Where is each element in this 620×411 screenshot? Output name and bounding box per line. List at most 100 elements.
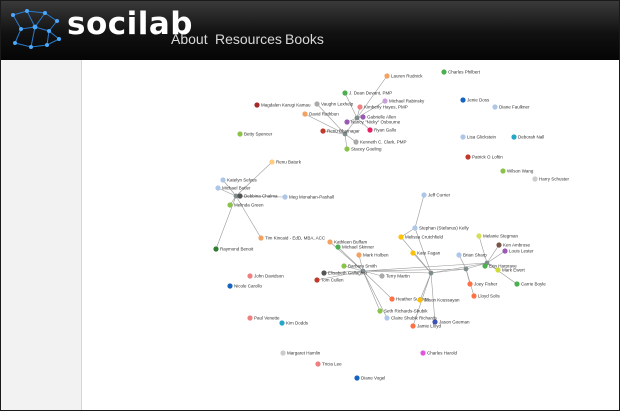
- graph-node-dot[interactable]: [215, 185, 221, 191]
- graph-node-dot[interactable]: [460, 134, 466, 140]
- graph-node[interactable]: Kim Dodds: [279, 320, 309, 326]
- graph-node-dot[interactable]: [321, 270, 327, 276]
- graph-node[interactable]: Carrie Boyle: [514, 281, 546, 287]
- graph-node[interactable]: Kathleen Buffam: [327, 239, 367, 245]
- network-logo-icon[interactable]: [7, 5, 63, 55]
- graph-hub-node[interactable]: [360, 268, 366, 274]
- graph-node-dot[interactable]: [227, 202, 233, 208]
- graph-node-dot[interactable]: [532, 176, 538, 182]
- graph-node[interactable]: Betty Spencer: [237, 131, 273, 137]
- graph-node[interactable]: Michael Skinner: [335, 244, 375, 250]
- graph-node[interactable]: Lauren Rudnick: [384, 73, 423, 79]
- graph-node[interactable]: Gabrielle Allen: [360, 114, 397, 120]
- graph-node-dot[interactable]: [341, 263, 347, 269]
- graph-node[interactable]: Tim Kincaid - EdD, MBA, ACC: [258, 235, 326, 241]
- graph-node[interactable]: Stacey Goeling: [344, 146, 382, 152]
- graph-node[interactable]: Debbina Chalma: [237, 193, 278, 199]
- graph-node-dot[interactable]: [344, 146, 350, 152]
- nav-resources[interactable]: Resources: [215, 31, 282, 47]
- graph-node[interactable]: Erin Harprave: [482, 263, 517, 269]
- graph-node[interactable]: Jenie Doss: [460, 97, 490, 103]
- graph-node-dot[interactable]: [495, 267, 501, 273]
- graph-node[interactable]: Melanie Stegman: [476, 233, 519, 239]
- graph-node-dot[interactable]: [342, 90, 348, 96]
- graph-node[interactable]: Brian Sharp: [456, 252, 487, 258]
- graph-node-dot[interactable]: [389, 296, 395, 302]
- graph-node-dot[interactable]: [315, 361, 321, 367]
- graph-node[interactable]: Diane Faulkner: [492, 104, 530, 110]
- graph-hub-node[interactable]: [233, 193, 239, 199]
- graph-node-dot[interactable]: [353, 139, 359, 145]
- graph-hub-node[interactable]: [428, 270, 434, 276]
- graph-node-dot[interactable]: [227, 283, 233, 289]
- graph-node-dot[interactable]: [465, 154, 471, 160]
- graph-node[interactable]: Heather Sullivan: [389, 296, 430, 302]
- graph-node-dot[interactable]: [410, 250, 416, 256]
- graph-node[interactable]: Jeff Currier: [421, 192, 451, 198]
- graph-node[interactable]: Kate Fagan: [410, 250, 441, 256]
- graph-node-dot[interactable]: [354, 375, 360, 381]
- graph-node-dot[interactable]: [237, 193, 243, 199]
- graph-node-dot[interactable]: [279, 320, 285, 326]
- graph-node[interactable]: Lisa Glickstein: [460, 134, 497, 140]
- graph-node-dot[interactable]: [254, 102, 260, 108]
- graph-node-dot[interactable]: [357, 104, 363, 110]
- graph-node-dot[interactable]: [379, 273, 385, 279]
- graph-node[interactable]: Elisabeth Gallagher: [321, 270, 368, 276]
- graph-node-dot[interactable]: [280, 350, 286, 356]
- graph-node-dot[interactable]: [247, 273, 253, 279]
- graph-node[interactable]: Mark Ewert: [495, 267, 526, 273]
- graph-node-dot[interactable]: [432, 319, 438, 325]
- graph-node[interactable]: Ryan Gallo: [367, 127, 397, 133]
- nav-books[interactable]: Books: [285, 31, 324, 47]
- graph-node[interactable]: Jason Goeman: [432, 319, 470, 325]
- graph-node-dot[interactable]: [360, 114, 366, 120]
- graph-node-dot[interactable]: [320, 128, 326, 134]
- graph-node[interactable]: Patrick O Loftin: [465, 154, 503, 160]
- graph-node[interactable]: Ken Ambrose: [496, 242, 531, 248]
- graph-node-dot[interactable]: [377, 308, 383, 314]
- graph-node[interactable]: Harry Schuster: [532, 176, 570, 182]
- graph-node[interactable]: J. Dean Devant, PMP: [342, 90, 392, 96]
- graph-node-dot[interactable]: [441, 69, 447, 75]
- graph-node-dot[interactable]: [502, 248, 508, 254]
- graph-node[interactable]: Raymond Benoit: [213, 246, 254, 252]
- graph-node[interactable]: Mark Holben: [356, 252, 389, 258]
- graph-node[interactable]: Jason Koussayan: [417, 297, 460, 303]
- graph-node[interactable]: Seth Richards-Shubik: [377, 308, 428, 314]
- graph-node-dot[interactable]: [514, 281, 520, 287]
- graph-node[interactable]: Tricia Lee: [315, 361, 342, 367]
- graph-node[interactable]: Meg Monahan-Pashall: [282, 194, 334, 200]
- graph-node[interactable]: Nicole Carollo: [227, 283, 263, 289]
- graph-node[interactable]: Claire Shubik Richards: [384, 315, 438, 321]
- graph-node[interactable]: Joey Fisher: [467, 281, 498, 287]
- graph-node-dot[interactable]: [496, 242, 502, 248]
- graph-node-dot[interactable]: [384, 315, 390, 321]
- graph-node[interactable]: Jamie Lloyd: [410, 323, 442, 329]
- graph-hub-node[interactable]: [463, 266, 469, 272]
- graph-node-dot[interactable]: [335, 244, 341, 250]
- graph-node-dot[interactable]: [420, 350, 426, 356]
- graph-node[interactable]: Magdalen Karugi Kamau: [254, 102, 311, 108]
- graph-node-dot[interactable]: [456, 252, 462, 258]
- graph-hub-node[interactable]: [342, 131, 348, 137]
- graph-node-dot[interactable]: [344, 119, 350, 125]
- graph-node[interactable]: Melinda Green: [227, 202, 264, 208]
- graph-node[interactable]: John Davidson: [247, 273, 284, 279]
- graph-node-dot[interactable]: [213, 246, 219, 252]
- graph-node-dot[interactable]: [314, 277, 320, 283]
- graph-node[interactable]: Paul Venette: [247, 315, 280, 321]
- graph-node[interactable]: Vaughn Lexhelp: [314, 101, 354, 107]
- graph-node[interactable]: Barbara Smith: [341, 263, 377, 269]
- graph-node[interactable]: Renu Baturk: [269, 159, 302, 165]
- graph-node[interactable]: Margaret Hamlin: [280, 350, 321, 356]
- graph-node-dot[interactable]: [302, 111, 308, 117]
- graph-node-dot[interactable]: [314, 101, 320, 107]
- graph-node[interactable]: Melissa Crutchfield: [398, 234, 444, 240]
- graph-node-dot[interactable]: [237, 131, 243, 137]
- graph-node-dot[interactable]: [492, 104, 498, 110]
- graph-node[interactable]: Renu Bhatnagar: [320, 128, 360, 134]
- graph-hub-node[interactable]: [354, 115, 360, 121]
- brand-title[interactable]: socilab: [67, 6, 193, 42]
